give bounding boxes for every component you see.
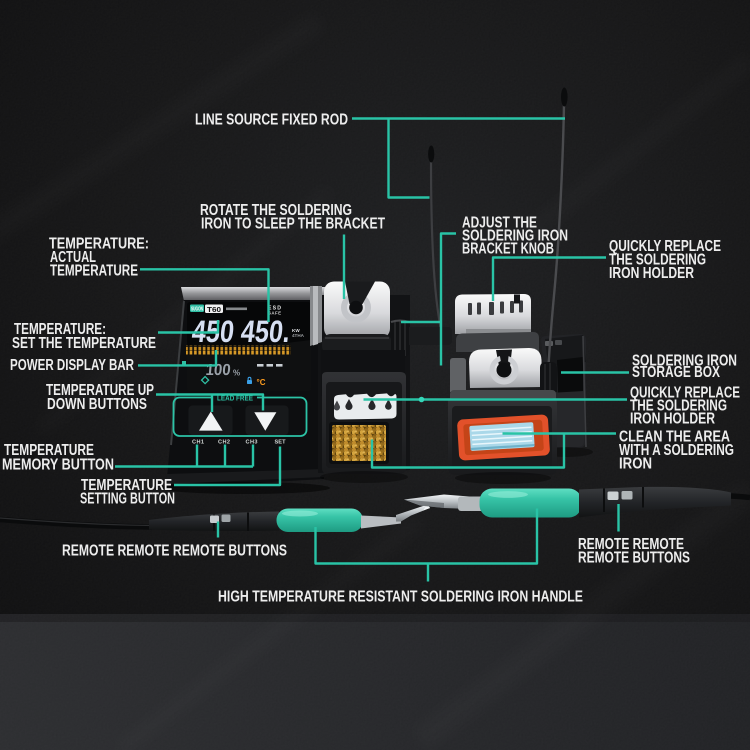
svg-text:CH1: CH1 — [192, 440, 204, 446]
svg-text:HIGH TEMPERATURE RESISTANT SOL: HIGH TEMPERATURE RESISTANT SOLDERING IRO… — [218, 589, 583, 606]
svg-text:TEMPERATURE:: TEMPERATURE: — [49, 236, 149, 253]
svg-text:TEMPERATURE: TEMPERATURE — [81, 477, 172, 494]
svg-text:°C: °C — [257, 378, 266, 387]
svg-text:SUGON: SUGON — [191, 307, 203, 313]
svg-text:REMOTE REMOTE REMOTE BUTTONS: REMOTE REMOTE REMOTE BUTTONS — [62, 543, 287, 560]
svg-text:SET THE TEMPERATURE: SET THE TEMPERATURE — [12, 335, 156, 352]
svg-text:POWER DISPLAY BAR: POWER DISPLAY BAR — [10, 357, 134, 374]
svg-text:CH2: CH2 — [218, 440, 230, 446]
svg-text:LINE SOURCE FIXED ROD: LINE SOURCE FIXED ROD — [195, 112, 348, 129]
svg-text:QUICKLY REPLACE: QUICKLY REPLACE — [609, 238, 721, 255]
svg-text:ROTATE THE SOLDERING: ROTATE THE SOLDERING — [200, 202, 352, 219]
svg-text:MEMORY BUTTON: MEMORY BUTTON — [2, 457, 114, 474]
svg-text:CLEAN THE AREA: CLEAN THE AREA — [619, 429, 730, 446]
svg-text:TEMPERATURE:: TEMPERATURE: — [14, 321, 106, 338]
svg-text:KW: KW — [292, 328, 300, 333]
svg-text:IRON HOLDER: IRON HOLDER — [609, 265, 694, 282]
svg-text:SET: SET — [275, 440, 287, 446]
svg-text:ACTUAL: ACTUAL — [50, 249, 96, 266]
svg-text:STORAGE BOX: STORAGE BOX — [632, 364, 720, 381]
svg-text:LEAD FREE: LEAD FREE — [217, 396, 253, 403]
svg-text:THE SOLDERING: THE SOLDERING — [630, 398, 727, 415]
svg-text:THE SOLDERING: THE SOLDERING — [609, 252, 706, 269]
svg-text:TEMPERATURE: TEMPERATURE — [4, 442, 94, 459]
svg-text:ESD: ESD — [268, 306, 281, 312]
svg-text:REMOTE REMOTE: REMOTE REMOTE — [578, 536, 684, 553]
svg-text:SAFE: SAFE — [268, 311, 281, 316]
svg-text:IRON TO SLEEP THE BRACKET: IRON TO SLEEP THE BRACKET — [201, 216, 385, 233]
svg-text:REMOTE BUTTONS: REMOTE BUTTONS — [578, 550, 690, 567]
svg-text:T60: T60 — [207, 305, 221, 314]
svg-text:QUICKLY REPLACE: QUICKLY REPLACE — [630, 385, 740, 402]
svg-text:%: % — [233, 369, 240, 378]
svg-text:IRON HOLDER: IRON HOLDER — [630, 411, 715, 428]
svg-text:SOLDERING IRON: SOLDERING IRON — [632, 353, 737, 370]
svg-text:100: 100 — [205, 361, 232, 379]
svg-text:4THA: 4THA — [292, 333, 305, 338]
svg-text:ADJUST THE: ADJUST THE — [462, 215, 537, 232]
svg-text:BRACKET KNOB: BRACKET KNOB — [462, 241, 554, 258]
svg-text:IRON: IRON — [619, 456, 652, 473]
svg-text:SETTING BUTTON: SETTING BUTTON — [80, 491, 175, 508]
svg-text:TEMPERATURE: TEMPERATURE — [50, 263, 138, 280]
svg-text:TEMPERATURE UP: TEMPERATURE UP — [46, 382, 154, 399]
svg-text:WITH A SOLDERING: WITH A SOLDERING — [619, 442, 734, 459]
svg-text:SOLDERING IRON: SOLDERING IRON — [462, 228, 568, 245]
svg-text:DOWN BUTTONS: DOWN BUTTONS — [47, 396, 147, 413]
svg-text:CH3: CH3 — [246, 440, 258, 446]
